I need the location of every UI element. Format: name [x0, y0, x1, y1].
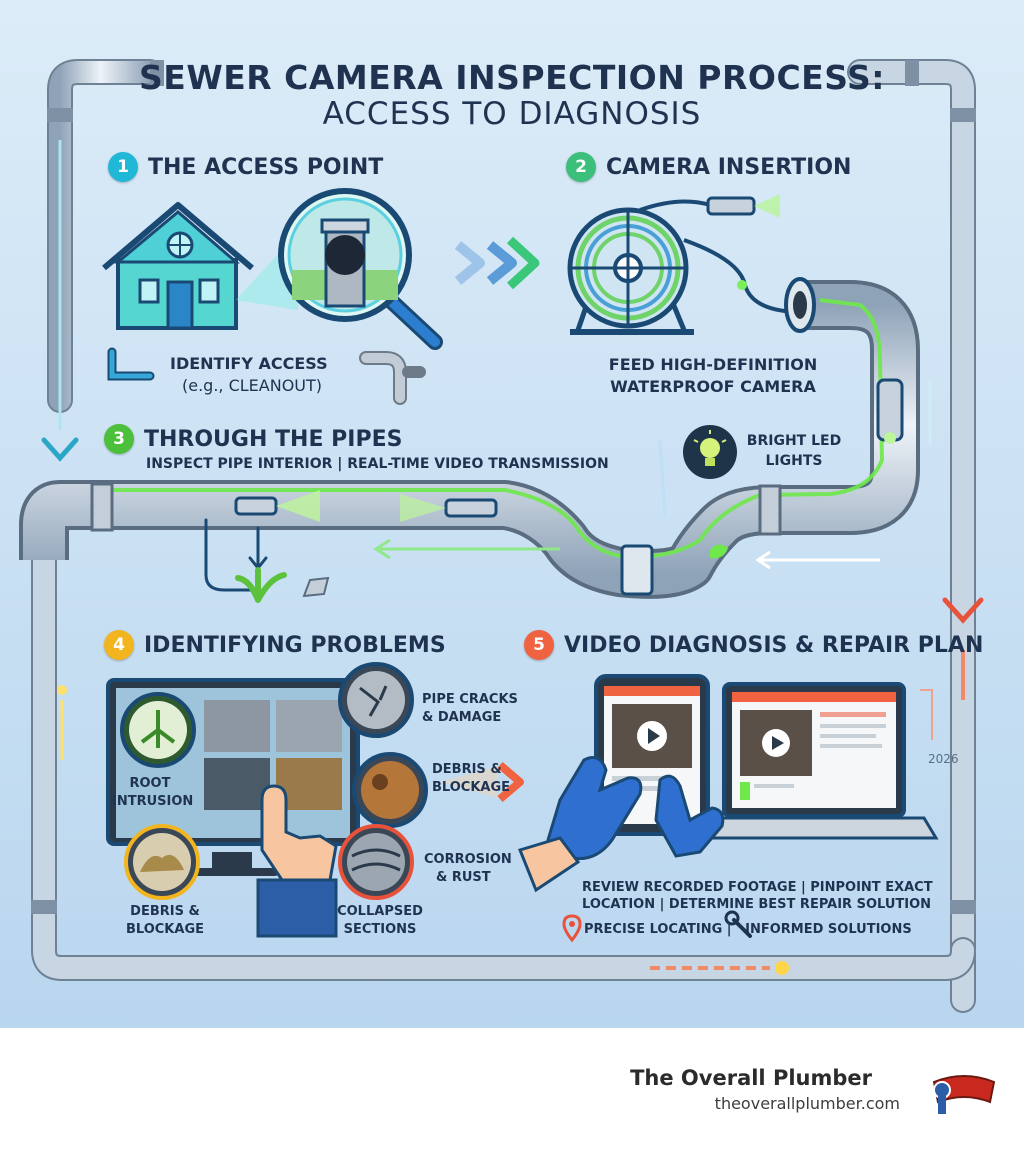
- step-badge: 3: [104, 424, 134, 454]
- step-title: THE ACCESS POINT: [148, 154, 384, 180]
- magnifier-icon: [278, 188, 443, 350]
- step-title: IDENTIFYING PROBLEMS: [144, 632, 446, 658]
- debris-right-label-line2: BLOCKAGE: [432, 780, 511, 795]
- camera-reel-icon: [567, 207, 694, 335]
- step-badge: 2: [566, 152, 596, 182]
- collapsed-label-line1: COLLAPSED: [337, 904, 423, 919]
- root-intrusion-label-line1: ROOT: [129, 776, 171, 791]
- step5-caption-line1: REVIEW RECORDED FOOTAGE | PINPOINT EXACT: [582, 880, 933, 895]
- main-title: SEWER CAMERA INSPECTION PROCESS:: [139, 58, 885, 97]
- led-label-line1: BRIGHT LED: [746, 433, 842, 449]
- wrench-icon: [724, 910, 752, 938]
- step-badge: 1: [108, 152, 138, 182]
- step-badge: 5: [524, 630, 554, 660]
- collapsed-label-line2: SECTIONS: [343, 922, 417, 937]
- step5-caption-line2: LOCATION | DETERMINE BEST REPAIR SOLUTIO…: [582, 897, 932, 912]
- corrosion-label-line1: CORROSION: [424, 852, 512, 867]
- step1-caption-line1: IDENTIFY ACCESS: [170, 354, 328, 373]
- step2-caption-line2: WATERPROOF CAMERA: [610, 377, 816, 396]
- step-badge: 4: [104, 630, 134, 660]
- step-title: VIDEO DIAGNOSIS & REPAIR PLAN: [564, 632, 984, 658]
- year-label: 2026: [928, 752, 959, 766]
- pointing-hand-icon: [256, 784, 338, 938]
- root-intrusion-label-line2: INTRUSION: [112, 794, 194, 809]
- infographic: SEWER CAMERA INSPECTION PROCESS: ACCESS …: [0, 0, 1024, 1028]
- elbow-pipe-icon: [107, 347, 426, 405]
- pipe-cracks-label-line1: PIPE CRACKS: [422, 692, 518, 707]
- step5-caption-line3: PRECISE LOCATING | INFORMED SOLUTIONS: [584, 922, 912, 937]
- debris-left-label-line2: BLOCKAGE: [125, 922, 204, 937]
- debris-right-label-line1: DEBRIS &: [432, 762, 502, 777]
- step-1-heading: 1 THE ACCESS POINT: [108, 152, 383, 182]
- step1-caption-line2: (e.g., CLEANOUT): [182, 376, 323, 395]
- pipe-cracks-label-line2: & DAMAGE: [422, 710, 502, 725]
- led-bulb-icon: [683, 425, 737, 479]
- main-subtitle: ACCESS TO DIAGNOSIS: [322, 96, 702, 132]
- step-2-heading: 2 CAMERA INSERTION: [566, 152, 851, 182]
- step-5-heading: 5 VIDEO DIAGNOSIS & REPAIR PLAN: [524, 630, 983, 660]
- location-pin-icon: [562, 914, 582, 943]
- step-4-heading: 4 IDENTIFYING PROBLEMS: [104, 630, 446, 660]
- laptop-icon: [689, 682, 939, 840]
- brand-name: The Overall Plumber: [630, 1066, 872, 1090]
- house-icon: [102, 202, 254, 330]
- gloved-hand-icon: [517, 756, 725, 893]
- led-label-line2: LIGHTS: [765, 453, 823, 469]
- frame-pipe: [31, 59, 976, 1013]
- root-icon: [204, 518, 330, 603]
- pipe-artwork: [19, 59, 984, 1013]
- step2-caption-line1: FEED HIGH-DEFINITION: [608, 355, 818, 374]
- debris-left-label-line1: DEBRIS &: [130, 904, 200, 919]
- step-title: CAMERA INSERTION: [606, 154, 852, 180]
- brand-url[interactable]: theoverallplumber.com: [714, 1094, 900, 1113]
- corrosion-label-line2: & RUST: [436, 870, 491, 885]
- step3-subtitle: INSPECT PIPE INTERIOR | REAL-TIME VIDEO …: [146, 456, 609, 472]
- footer: The Overall Plumber theoverallplumber.co…: [0, 1028, 1024, 1154]
- plumber-logo-icon: [932, 1075, 996, 1114]
- step-3-heading: 3 THROUGH THE PIPES: [104, 424, 402, 454]
- step-title: THROUGH THE PIPES: [144, 426, 403, 452]
